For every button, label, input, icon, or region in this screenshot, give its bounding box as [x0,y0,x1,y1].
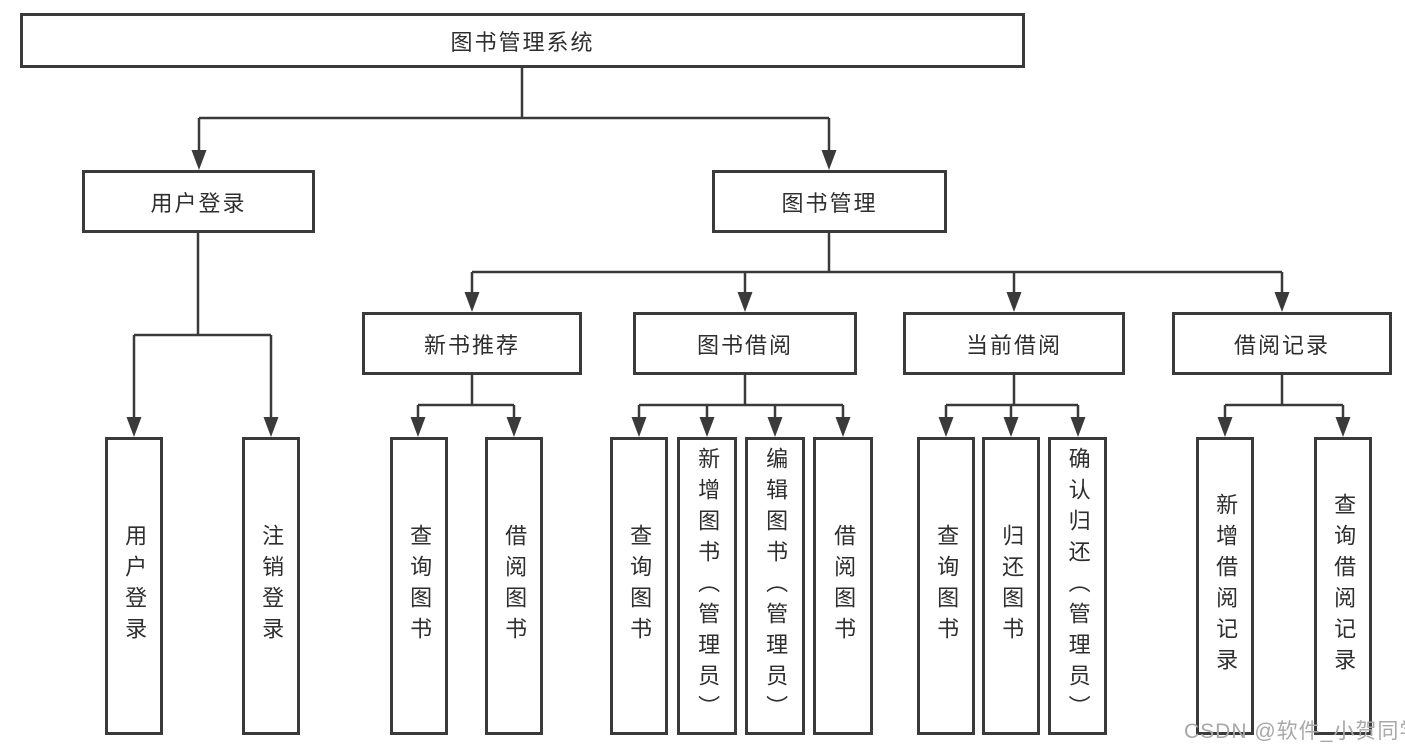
node-label: 注销登录 [259,524,285,648]
node-user-login: 用户登录 [82,170,315,233]
leaf-user-login: 用户登录 [105,437,163,735]
arrowhead-icons [126,150,1351,437]
node-label: 查询图书 [934,524,960,648]
leaf-query-borrowing-record: 查询借阅记录 [1314,437,1372,735]
leaf-borrow-books: 借阅图书 [813,437,873,735]
node-label: 当前借阅 [965,332,1062,358]
csdn-watermark: CSDN @软件_小贺同学 [1184,720,1405,743]
node-root-library-management-system: 图书管理系统 [20,13,1025,68]
node-label: 借阅图书 [831,524,857,648]
node-label: 新增借阅记录 [1213,493,1239,679]
node-label: 用户登录 [122,524,148,648]
node-current-borrowing: 当前借阅 [903,312,1125,375]
node-label: 图书借阅 [696,332,793,358]
node-label: 归还图书 [999,524,1025,648]
node-label: 编辑图书（管理员） [763,446,789,726]
node-label: 新书推荐 [423,332,520,358]
node-new-book-recommendation: 新书推荐 [362,312,582,375]
leaf-add-borrowing-record: 新增借阅记录 [1196,437,1254,735]
leaf-borrow-books-recommendation: 借阅图书 [485,437,543,735]
node-label: 查询图书 [407,524,433,648]
leaf-add-books-admin: 新增图书（管理员） [677,437,737,735]
leaf-query-books-borrowing: 查询图书 [610,437,668,735]
node-borrowing-records: 借阅记录 [1172,312,1392,375]
leaf-query-books-recommendation: 查询图书 [390,437,448,735]
leaf-logout: 注销登录 [242,437,300,735]
leaf-return-books: 归还图书 [982,437,1040,735]
node-label: 新增图书（管理员） [695,446,721,726]
node-label: 查询图书 [627,524,653,648]
node-label: 查询借阅记录 [1331,493,1357,679]
node-label: 用户登录 [150,190,247,216]
leaf-confirm-return-admin: 确认归还（管理员） [1048,437,1107,735]
node-label: 图书管理 [781,190,878,216]
leaf-edit-books-admin: 编辑图书（管理员） [745,437,805,735]
node-label: 确认归还（管理员） [1065,446,1091,726]
node-book-management: 图书管理 [712,170,947,233]
node-label: 借阅记录 [1233,332,1330,358]
leaf-query-books-current: 查询图书 [917,437,975,735]
node-book-borrowing: 图书借阅 [633,312,857,375]
node-label: 图书管理系统 [450,29,595,55]
node-label: 借阅图书 [502,524,528,648]
